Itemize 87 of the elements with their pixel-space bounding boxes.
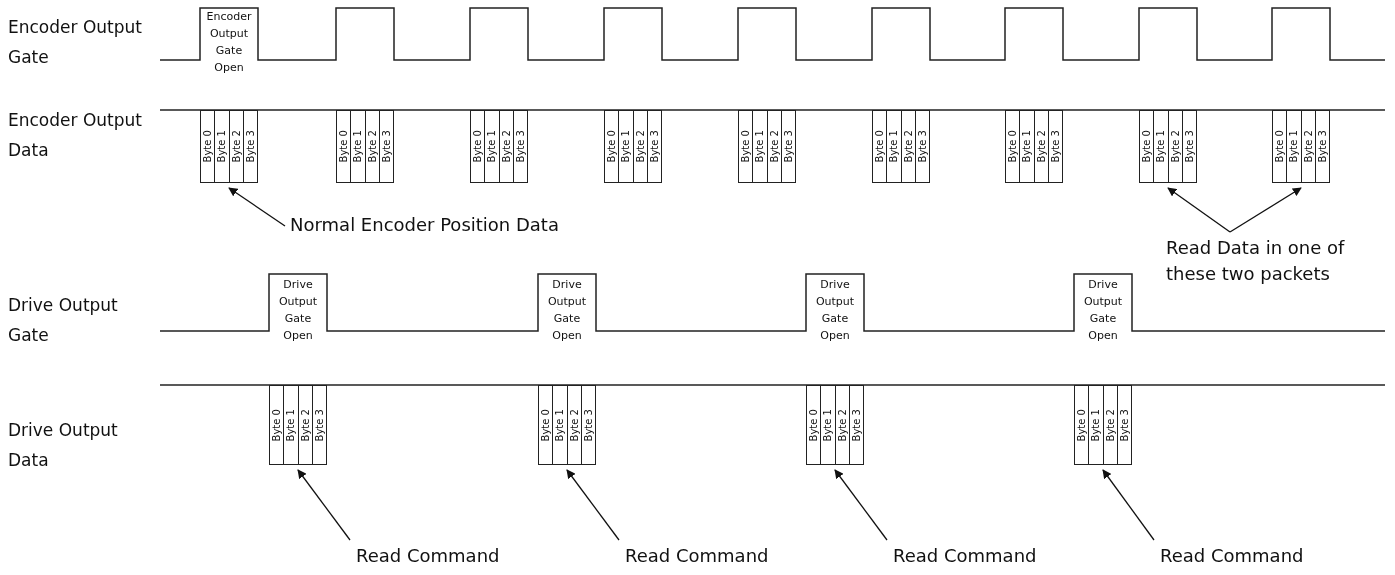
byte-label: Byte 1: [216, 130, 228, 163]
byte-label: Byte 0: [472, 130, 484, 163]
byte-label: Byte 1: [1288, 130, 1300, 163]
leader-arrow: [297, 469, 351, 541]
byte-label: Byte 3: [313, 408, 325, 442]
byte-packet: [336, 110, 394, 183]
byte-label: Byte 1: [754, 130, 766, 163]
byte-label: Byte 3: [850, 408, 862, 442]
byte-label: Byte 0: [808, 408, 820, 442]
gate-open-label: Drive Output Gate Open: [1074, 276, 1132, 344]
byte-label: Byte 3: [1049, 130, 1061, 163]
annotation-text: Read Data in one of these two packets: [1166, 235, 1388, 287]
byte-label: Byte 2: [568, 408, 580, 442]
byte-label: Byte 1: [822, 408, 834, 442]
annotation-text: Read Command: [625, 543, 785, 569]
signal-name: Encoder Output Data: [8, 109, 143, 162]
byte-label: Byte 0: [606, 130, 618, 163]
byte-label: Byte 3: [244, 130, 256, 163]
byte-label: Byte 1: [620, 130, 632, 163]
byte-label: Byte 3: [648, 130, 660, 163]
byte-label: Byte 2: [299, 408, 311, 442]
byte-packet: [538, 385, 596, 465]
byte-packet: [470, 110, 528, 183]
byte-label: Byte 3: [380, 130, 392, 163]
byte-label: Byte 1: [554, 408, 566, 442]
byte-label: Byte 3: [1118, 408, 1130, 442]
byte-label: Byte 0: [1141, 130, 1153, 163]
byte-label: Byte 0: [1076, 408, 1088, 442]
leader-arrow: [228, 187, 286, 227]
byte-label: Byte 2: [230, 130, 242, 163]
byte-packet: [1272, 110, 1330, 183]
byte-label: Byte 0: [202, 130, 214, 163]
byte-label: Byte 3: [1316, 130, 1328, 163]
byte-label: Byte 0: [740, 130, 752, 163]
annotation-text: Read Command: [893, 543, 1053, 569]
byte-label: Byte 1: [1090, 408, 1102, 442]
byte-packet: [738, 110, 796, 183]
byte-label: Byte 2: [902, 130, 914, 163]
signal-name: Drive Output Data: [8, 419, 119, 472]
byte-label: Byte 0: [1007, 130, 1019, 163]
byte-label: Byte 0: [271, 408, 283, 442]
leader-arrow: [566, 469, 620, 541]
byte-packet: [1074, 385, 1132, 465]
gate-open-label: Drive Output Gate Open: [806, 276, 864, 344]
byte-label: Byte 3: [1183, 130, 1195, 163]
byte-label: Byte 2: [768, 130, 780, 163]
leader-arrow: [1229, 187, 1302, 233]
byte-label: Byte 2: [500, 130, 512, 163]
byte-label: Byte 1: [285, 408, 297, 442]
byte-label: Byte 1: [486, 130, 498, 163]
byte-label: Byte 3: [514, 130, 526, 163]
byte-label: Byte 1: [1155, 130, 1167, 163]
byte-packet: [872, 110, 930, 183]
annotation-text: Normal Encoder Position Data: [290, 212, 620, 238]
byte-label: Byte 2: [366, 130, 378, 163]
byte-label: Byte 1: [1021, 130, 1033, 163]
signal-name: Drive Output Gate: [8, 294, 119, 347]
leader-arrow: [1167, 187, 1231, 233]
byte-label: Byte 3: [582, 408, 594, 442]
byte-label: Byte 1: [352, 130, 364, 163]
byte-label: Byte 3: [916, 130, 928, 163]
annotation-text: Read Command: [356, 543, 516, 569]
signal-name: Encoder Output Gate: [8, 16, 143, 69]
byte-label: Byte 2: [1104, 408, 1116, 442]
byte-packet: [604, 110, 662, 183]
byte-label: Byte 2: [1169, 130, 1181, 163]
byte-packet: [1139, 110, 1197, 183]
byte-label: Byte 1: [888, 130, 900, 163]
byte-label: Byte 0: [540, 408, 552, 442]
gate-open-label: Encoder Output Gate Open: [200, 8, 258, 76]
byte-label: Byte 3: [782, 130, 794, 163]
byte-packet: [1005, 110, 1063, 183]
byte-label: Byte 2: [1302, 130, 1314, 163]
annotation-text: Read Command: [1160, 543, 1320, 569]
byte-label: Byte 2: [634, 130, 646, 163]
byte-label: Byte 0: [1274, 130, 1286, 163]
leader-arrow: [1102, 469, 1155, 541]
leader-arrow: [834, 469, 888, 541]
byte-packet: [200, 110, 258, 183]
gate-open-label: Drive Output Gate Open: [269, 276, 327, 344]
byte-label: Byte 2: [836, 408, 848, 442]
byte-label: Byte 0: [874, 130, 886, 163]
byte-packet: [269, 385, 327, 465]
byte-label: Byte 2: [1035, 130, 1047, 163]
byte-label: Byte 0: [338, 130, 350, 163]
gate-open-label: Drive Output Gate Open: [538, 276, 596, 344]
byte-packet: [806, 385, 864, 465]
